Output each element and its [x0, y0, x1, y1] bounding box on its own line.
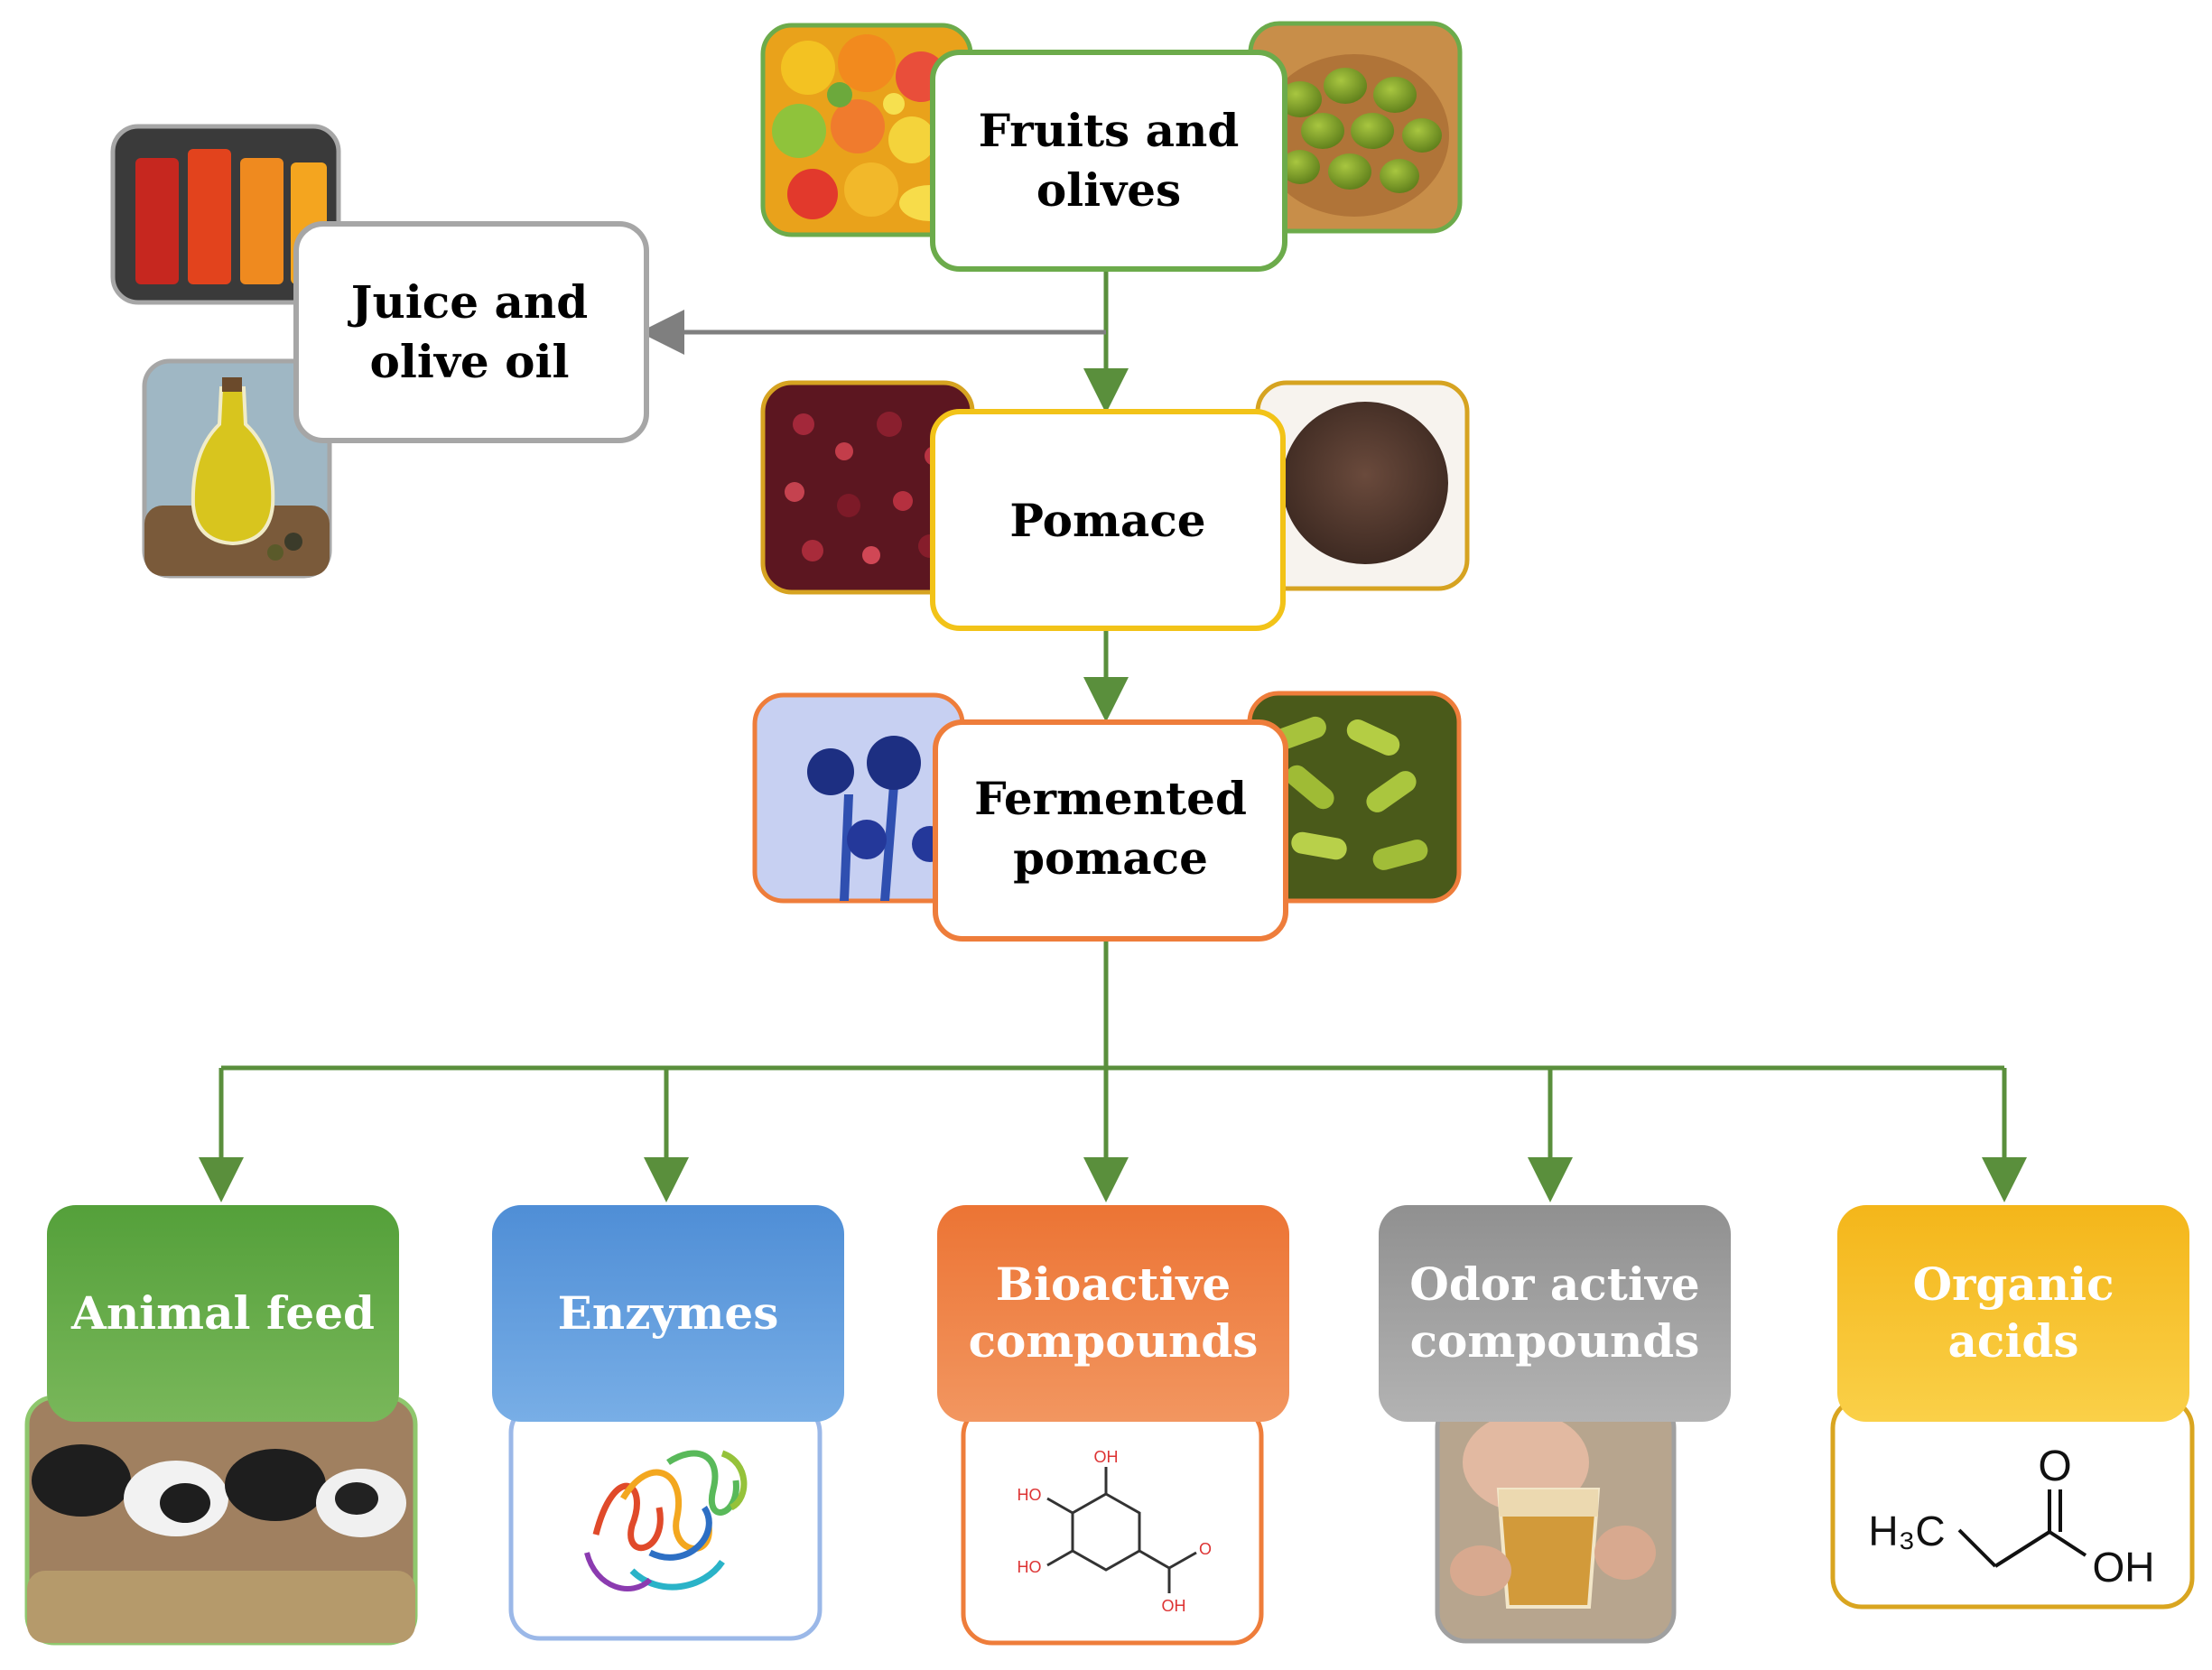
gallic-acid-structure: OH HO HO O OH: [961, 1404, 1264, 1646]
organic-label-line1: Organic: [1912, 1257, 2114, 1311]
connectors: [199, 269, 2027, 1202]
bioactive-group: OH HO HO O OH Bioactive compounds: [937, 1205, 1289, 1646]
organic-box: Organic acids: [1837, 1205, 2189, 1422]
smelling-glass-photo: [1435, 1396, 1677, 1644]
gallic-oh-right: OH: [1162, 1597, 1186, 1615]
gallic-oh-top: OH: [1094, 1448, 1119, 1466]
propionic-o: O: [2038, 1443, 2071, 1490]
odor-box: Odor active compounds: [1379, 1205, 1731, 1422]
animal-feed-group: Animal feed: [24, 1205, 418, 1646]
juice-and-olive-oil-node: Juice and olive oil: [293, 221, 649, 443]
pomace-label: Pomace: [1009, 494, 1205, 547]
fermented-pomace-node: Fermented pomace: [933, 719, 1288, 942]
bioactive-label-line2: compounds: [969, 1314, 1259, 1368]
enzymes-label: Enzymes: [558, 1286, 779, 1340]
fermented-group: Fermented pomace: [752, 691, 1462, 942]
propionic-oh: OH: [2093, 1544, 2155, 1591]
propionic-acid-structure: O H₃C OH: [1830, 1396, 2195, 1610]
organic-label-line2: acids: [1948, 1314, 2079, 1368]
animal-feed-label: Animal feed: [70, 1286, 375, 1340]
fungi-photo: [752, 692, 965, 904]
pomace-group: Pomace: [760, 380, 1470, 631]
enzymes-group: Enzymes: [492, 1205, 844, 1641]
animal-feed-box: Animal feed: [47, 1205, 399, 1422]
bacteria-photo: [1247, 691, 1462, 904]
juice-label-line1: Juice and: [348, 275, 588, 329]
protein-structure-image: [508, 1401, 823, 1641]
enzymes-box: Enzymes: [492, 1205, 844, 1422]
propionic-h3c: H₃C: [1868, 1508, 1945, 1554]
fruits-group: Fruits and olives: [760, 21, 1463, 272]
fruits-and-olives-node: Fruits and olives: [930, 50, 1287, 272]
cows-photo: [24, 1395, 418, 1646]
organic-group: O H₃C OH Organic acids: [1830, 1205, 2195, 1610]
fruits-label-line1: Fruits and: [979, 104, 1240, 157]
odor-label-line1: Odor active: [1409, 1257, 1699, 1311]
gallic-o-right: O: [1199, 1540, 1212, 1558]
olives-photo: [1248, 21, 1463, 234]
odor-label-line2: compounds: [1410, 1314, 1700, 1368]
fermented-label-line2: pomace: [1013, 831, 1208, 885]
fruits-photo: [760, 23, 973, 237]
bioactive-box: Bioactive compounds: [937, 1205, 1289, 1422]
fermented-label-line1: Fermented: [974, 772, 1247, 825]
juice-label-line2: olive oil: [370, 335, 570, 388]
gallic-ho-left-bottom: HO: [1018, 1558, 1042, 1576]
odor-group: Odor active compounds: [1379, 1205, 1731, 1644]
gallic-ho-left-top: HO: [1018, 1486, 1042, 1504]
bioactive-label-line1: Bioactive: [996, 1257, 1231, 1311]
fruits-label-line2: olives: [1036, 163, 1181, 217]
olive-oil-photo: [142, 358, 332, 579]
pomace-powder-photo: [1255, 380, 1470, 591]
pomace-node: Pomace: [930, 409, 1286, 631]
juice-group: Juice and olive oil: [110, 124, 649, 579]
